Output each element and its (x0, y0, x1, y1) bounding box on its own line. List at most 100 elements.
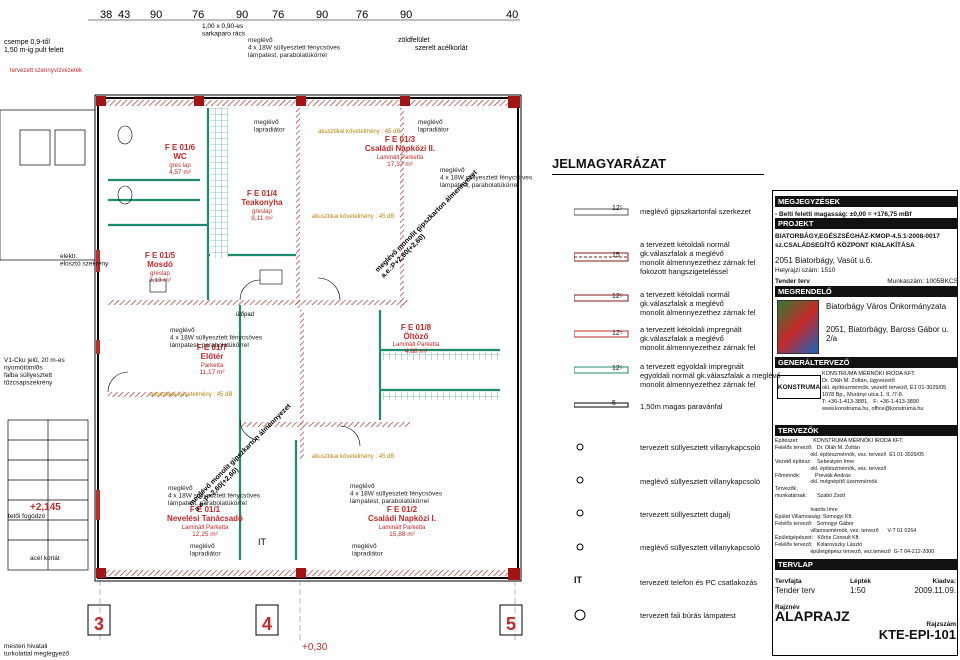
svg-text:Laminált Parketta: Laminált Parketta (379, 525, 426, 531)
grid-axes (99, 580, 516, 640)
columns (96, 96, 520, 580)
svg-text:elektr.elosztó szekrény: elektr.elosztó szekrény (60, 253, 109, 267)
outer-wall (97, 97, 519, 579)
title-block (772, 190, 958, 656)
tb-projekt: BIATORBÁGY,EGÉSZSÉGHÁZ-KMOP-4.5.1-2008-0… (775, 233, 940, 249)
svg-text:40: 40 (506, 9, 518, 21)
svg-text:Teakonyha: Teakonyha (241, 198, 283, 207)
legend-symbol-column (574, 208, 629, 621)
svg-text:WC: WC (173, 152, 187, 161)
red-markers (96, 250, 100, 520)
svg-text:F E 01/2: F E 01/2 (387, 505, 418, 514)
svg-text:4,57 m²: 4,57 m² (169, 169, 192, 176)
svg-text:Családi Napközi II.: Családi Napközi II. (365, 144, 435, 153)
staircase (0, 109, 96, 571)
legend-item-6: 1,50m magas paravánfal (640, 402, 723, 411)
legend-item-7: tervezett süllyesztett villanykapcsoló (640, 443, 761, 452)
legend-item-11: tervezett telefon és PC csatlakozás (640, 578, 758, 587)
svg-text:F E 01/6: F E 01/6 (165, 143, 196, 152)
svg-text:Mosdó: Mosdó (147, 260, 173, 269)
level-bottom: +0,30 (302, 642, 328, 653)
tb-rajzszam-label: Rajzszám (926, 621, 956, 628)
svg-text:gres lap: gres lap (169, 163, 191, 169)
floor-plan: 3 4 5 38 43 90 76 90 76 90 76 90 40 zöld… (0, 9, 533, 657)
tb-megrendelo-head: MEGRENDELŐ (775, 286, 958, 297)
axis-3: 3 (94, 614, 104, 634)
tb-tender: Tender terv (775, 278, 810, 285)
note-zoldfelulet: zöldfelület (398, 37, 430, 44)
bottom-wall-hatch (96, 570, 520, 576)
tb-lepték: 1:50 (850, 586, 866, 595)
top-dimension-chain: 38 43 90 76 90 76 90 76 90 40 (88, 9, 520, 21)
partition-hatch (108, 300, 408, 305)
svg-text:90: 90 (150, 9, 162, 21)
svg-text:akusztikai követelmény : 45 dB: akusztikai követelmény : 45 dB (312, 454, 394, 460)
svg-text:Laminált Parketta: Laminált Parketta (377, 155, 424, 161)
svg-text:8,11 m²: 8,11 m² (251, 215, 273, 222)
axis-4: 4 (262, 614, 272, 634)
sym-wall-lamp (574, 609, 586, 621)
tb-cim: 2051 Biatorbágy, Vasút u.6. (775, 256, 873, 265)
level-left: +2,145 (30, 502, 61, 513)
sanitary-fixtures (117, 125, 283, 293)
svg-text:F E 01/1: F E 01/1 (190, 505, 221, 514)
tb-kiadva: 2009.11.09. (914, 586, 956, 595)
tiled-wall (210, 108, 228, 258)
svg-text:90: 90 (316, 9, 328, 21)
svg-text:4,88 m²: 4,88 m² (405, 348, 428, 355)
svg-text:greslap: greslap (150, 271, 170, 277)
svg-text:akusztikai követelmény : 45 dB: akusztikai követelmény : 45 dB (318, 129, 400, 135)
svg-text:3,13 m²: 3,13 m² (149, 277, 172, 284)
tb-megrendelo-cim: 2051, Biatorbágy, Baross Gábor u. 2/a (826, 325, 949, 343)
svg-text:Öltöző: Öltöző (404, 332, 429, 341)
legend-item-3: a tervezett kétoldali normál gk.válaszfa… (640, 290, 756, 317)
konstruma-logo: KONSTRUMA (777, 375, 821, 399)
svg-text:76: 76 (192, 9, 204, 21)
legend-it-symbol: IT (574, 575, 582, 585)
svg-text:90: 90 (400, 9, 412, 21)
tb-projekt-head: PROJEKT (775, 218, 958, 229)
tb-rajznev-label: Rajznév (775, 604, 800, 611)
it-symbol-plan: IT (258, 537, 267, 547)
sym-wall-impreg (574, 330, 629, 338)
svg-text:F E 01/7: F E 01/7 (197, 343, 228, 352)
door-note: ülőpad (236, 312, 254, 318)
svg-text:Laminált Parketta: Laminált Parketta (182, 525, 229, 531)
tb-tervezok-head: TERVEZŐK (775, 425, 958, 436)
legend-item-5: a tervezett egyoldali impregnált egyolda… (640, 362, 781, 389)
svg-text:43: 43 (118, 9, 130, 21)
left-labels: elektr.elosztó szekrény V1-Cku jelű, 20 … (4, 253, 109, 657)
sym-switch-existing (576, 476, 584, 484)
tb-tervfajta-label: Tervfajta (775, 578, 802, 585)
svg-text:Családi Napközi I.: Családi Napközi I. (368, 514, 436, 523)
legend-title: JELMAGYARÁZAT (552, 156, 764, 175)
legend-item-1: meglévő gipszkartonfal szerkezet (640, 207, 751, 216)
top-wall-hatch (96, 100, 520, 106)
legend-item-12: tervezett fali búrás lámpatest (640, 611, 736, 620)
svg-text:F E 01/4: F E 01/4 (247, 189, 278, 198)
town-crest-image (777, 300, 819, 354)
legend-item-2: a tervezett kétoldali normál gk.válaszfa… (640, 240, 756, 276)
tb-rajznev: ALAPRAJZ (775, 608, 850, 624)
legend-item-10: meglévő süllyesztett villanykapcsoló (640, 543, 761, 552)
sym-gypsum-existing (574, 208, 629, 216)
svg-text:15,88 m²: 15,88 m² (389, 531, 415, 538)
svg-text:Parketta: Parketta (201, 363, 224, 369)
tb-megjegyzesek-head: MEGJEGYZÉSEK (775, 196, 958, 207)
svg-text:Laminált Parketta: Laminált Parketta (393, 342, 440, 348)
legend-item-8: meglévő süllyesztett villanykapcsoló (640, 477, 761, 486)
